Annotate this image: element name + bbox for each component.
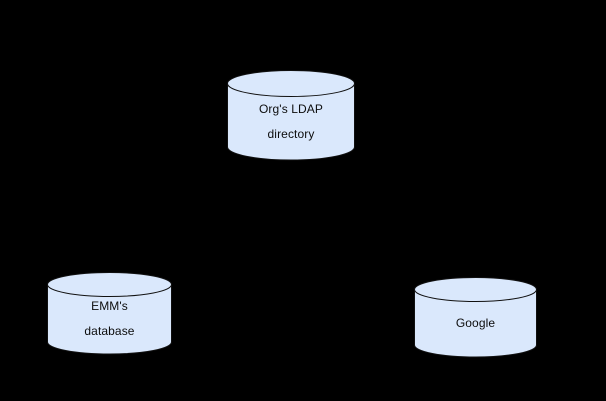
cylinder-body bbox=[414, 288, 537, 358]
database-cylinder-emm[interactable]: EMM's database bbox=[47, 272, 172, 355]
cylinder-shape-google bbox=[414, 277, 537, 358]
cylinder-body bbox=[227, 82, 355, 161]
database-cylinder-google[interactable]: Google bbox=[414, 277, 537, 358]
cylinder-top-rim bbox=[414, 277, 537, 302]
cylinder-top-rim bbox=[47, 272, 172, 297]
cylinder-shape-emm bbox=[47, 272, 172, 355]
cylinder-shape-ldap bbox=[227, 70, 355, 161]
cylinder-top-rim bbox=[227, 70, 355, 97]
database-cylinder-ldap[interactable]: Org's LDAP directory bbox=[227, 70, 355, 161]
cylinder-body bbox=[47, 283, 172, 355]
